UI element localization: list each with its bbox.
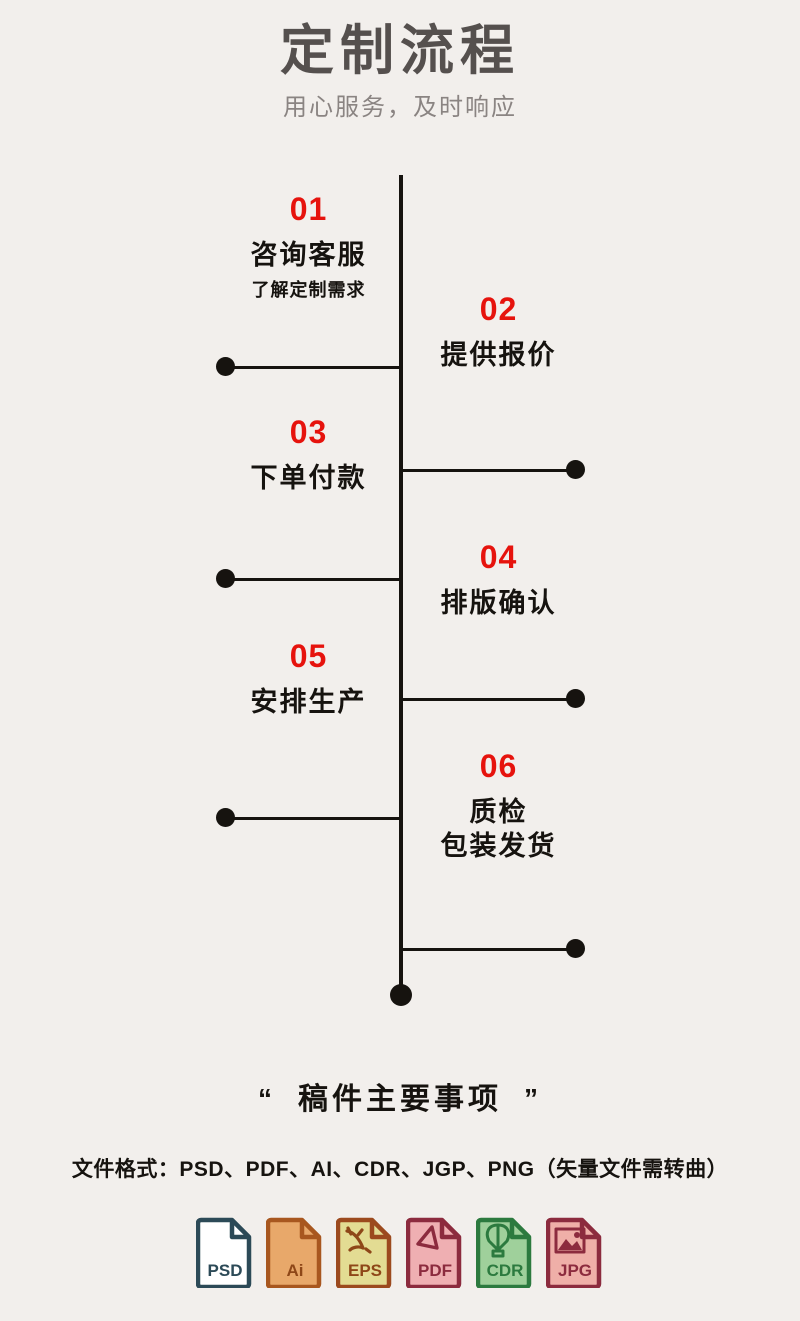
step-label: 质检 包装发货 <box>412 796 585 864</box>
notes-title-text: 稿件主要事项 <box>298 1083 502 1116</box>
psd-icon-label: PSD <box>207 1261 243 1280</box>
timeline-dot-06 <box>566 939 585 958</box>
process-timeline: 01 咨询客服 了解定制需求 02 提供报价 03 下单付款 04 排版确认 0… <box>216 175 585 1006</box>
timeline-step-01[interactable]: 01 咨询客服 了解定制需求 <box>225 193 400 299</box>
cdr-file-icon[interactable]: CDR <box>476 1216 534 1288</box>
timeline-spine <box>399 175 403 995</box>
cdr-icon-label: CDR <box>486 1261 524 1280</box>
quote-open-mark: “ <box>258 1083 276 1114</box>
notes-title: “ 稿件主要事项 ” <box>0 1085 800 1115</box>
page-title: 定制流程 <box>280 21 520 81</box>
timeline-step-04[interactable]: 04 排版确认 <box>400 541 585 621</box>
timeline-dot-03 <box>216 569 235 588</box>
timeline-dot-01 <box>216 357 235 376</box>
step-number: 02 <box>479 291 518 327</box>
quote-close-mark: ” <box>524 1083 542 1114</box>
step-label: 排版确认 <box>440 588 557 618</box>
step-label: 咨询客服 <box>250 240 367 270</box>
timeline-step-03[interactable]: 03 下单付款 <box>225 416 400 496</box>
page-subtitle: 用心服务，及时响应 <box>283 94 517 121</box>
jpg-icon-label: JPG <box>557 1261 593 1280</box>
vector-path-glyph <box>345 1226 372 1254</box>
step-label: 安排生产 <box>250 687 367 717</box>
step-sublabel: 了解定制需求 <box>251 279 366 300</box>
photo-glyph <box>554 1227 586 1254</box>
page-header: 定制流程 用心服务，及时响应 <box>0 0 800 120</box>
eps-file-icon[interactable]: EPS <box>336 1216 394 1288</box>
balloon-glyph <box>485 1223 511 1258</box>
step-label-line1: 质检 <box>469 797 528 827</box>
timeline-step-02[interactable]: 02 提供报价 <box>400 293 585 373</box>
timeline-step-06[interactable]: 06 质检 包装发货 <box>400 750 585 864</box>
step-label: 提供报价 <box>440 340 557 370</box>
timeline-branch-06 <box>401 948 576 951</box>
step-number: 01 <box>289 191 328 227</box>
step-label: 下单付款 <box>250 463 367 493</box>
ai-icon-label: Ai <box>286 1261 304 1280</box>
notes-section: “ 稿件主要事项 ” 文件格式：PSD、PDF、AI、CDR、JGP、PNG（矢量文… <box>0 1085 800 1181</box>
timeline-dot-05 <box>216 808 235 827</box>
step-number: 06 <box>479 748 518 784</box>
psd-file-icon[interactable]: PSD <box>196 1216 254 1288</box>
timeline-branch-03 <box>225 578 400 581</box>
pdf-icon-label: PDF <box>418 1261 452 1280</box>
step-label-line2: 包装发货 <box>440 830 557 861</box>
timeline-dot-04 <box>566 689 585 708</box>
eps-icon-label: EPS <box>347 1261 383 1280</box>
timeline-step-05[interactable]: 05 安排生产 <box>225 640 400 720</box>
timeline-end-dot <box>390 984 412 1006</box>
timeline-dot-02 <box>566 460 585 479</box>
jpg-file-icon[interactable]: JPG <box>546 1216 604 1288</box>
file-format-icon-row: PSD Ai EPS <box>0 1216 800 1288</box>
step-number: 05 <box>289 638 328 674</box>
step-number: 04 <box>479 539 518 575</box>
timeline-branch-04 <box>401 698 576 701</box>
ai-file-icon[interactable]: Ai <box>266 1216 324 1288</box>
step-number: 03 <box>289 414 328 450</box>
file-formats-text: 文件格式：PSD、PDF、AI、CDR、JGP、PNG（矢量文件需转曲） <box>71 1158 729 1181</box>
timeline-branch-02 <box>401 469 576 472</box>
pdf-file-icon[interactable]: PDF <box>406 1216 464 1288</box>
timeline-branch-01 <box>225 366 400 369</box>
timeline-branch-05 <box>225 817 400 820</box>
